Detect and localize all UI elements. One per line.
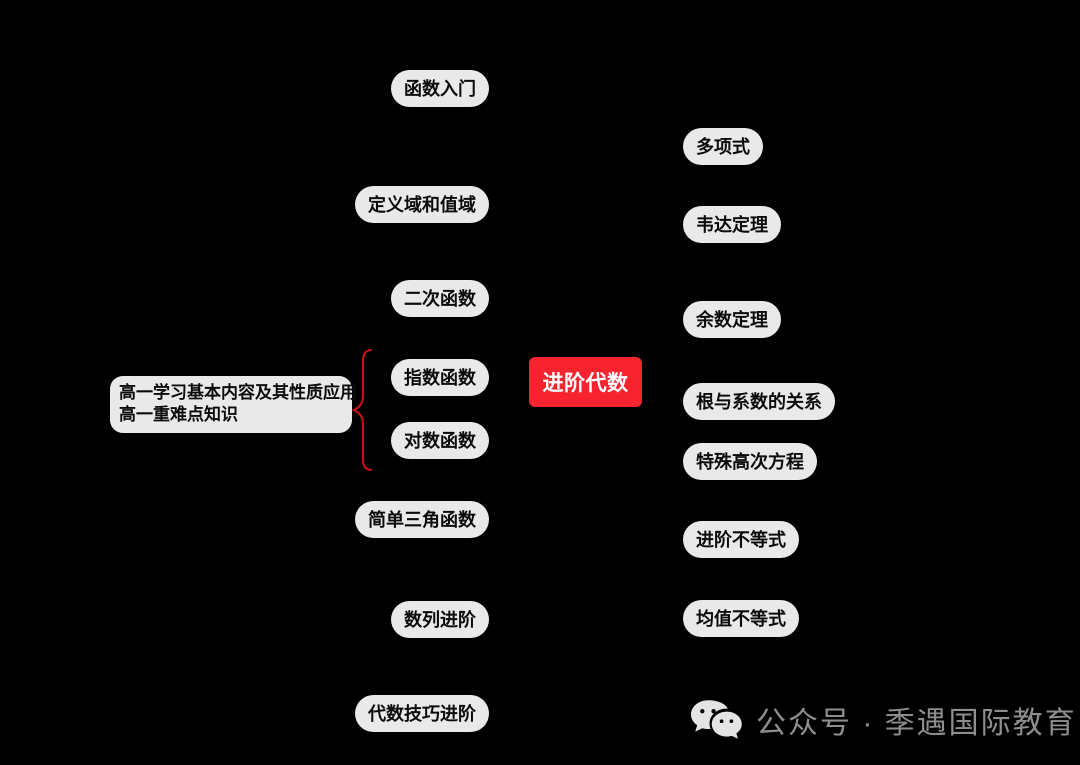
topic-node-left-3[interactable]: 指数函数 bbox=[391, 359, 489, 396]
center-node-label: 进阶代数 bbox=[542, 372, 629, 395]
topic-node-label: 余数定理 bbox=[696, 309, 768, 330]
topic-node-label: 根与系数的关系 bbox=[696, 391, 822, 412]
watermark: 公众号 · 季遇国际教育 bbox=[690, 698, 1077, 742]
topic-node-label: 定义域和值域 bbox=[368, 194, 476, 215]
topic-node-right-1[interactable]: 韦达定理 bbox=[683, 206, 781, 243]
topic-node-label: 进阶不等式 bbox=[696, 529, 786, 550]
topic-node-label: 多项式 bbox=[696, 136, 750, 157]
root-node[interactable]: 高一学习基本内容及其性质应用 高一重难点知识 bbox=[110, 376, 357, 433]
topic-node-label: 代数技巧进阶 bbox=[368, 703, 476, 724]
topic-node-label: 指数函数 bbox=[404, 367, 476, 388]
topic-node-right-4[interactable]: 特殊高次方程 bbox=[683, 443, 817, 480]
topic-node-right-0[interactable]: 多项式 bbox=[683, 128, 763, 165]
curly-brace-connector bbox=[351, 348, 378, 472]
topic-node-label: 对数函数 bbox=[404, 430, 476, 451]
topic-node-left-5[interactable]: 简单三角函数 bbox=[355, 501, 489, 538]
topic-node-left-4[interactable]: 对数函数 bbox=[391, 422, 489, 459]
topic-node-label: 函数入门 bbox=[404, 78, 476, 99]
topic-node-label: 韦达定理 bbox=[696, 214, 768, 235]
topic-node-left-6[interactable]: 数列进阶 bbox=[391, 601, 489, 638]
center-node-advanced-algebra[interactable]: 进阶代数 bbox=[529, 357, 642, 407]
topic-node-right-2[interactable]: 余数定理 bbox=[683, 301, 781, 338]
topic-node-label: 均值不等式 bbox=[696, 608, 786, 629]
topic-node-left-2[interactable]: 二次函数 bbox=[391, 280, 489, 317]
topic-node-label: 简单三角函数 bbox=[368, 509, 476, 530]
topic-node-label: 特殊高次方程 bbox=[696, 451, 804, 472]
topic-node-label: 二次函数 bbox=[404, 288, 476, 309]
topic-node-left-0[interactable]: 函数入门 bbox=[391, 70, 489, 107]
wechat-icon bbox=[690, 698, 742, 742]
watermark-text: 公众号 · 季遇国际教育 bbox=[756, 707, 1077, 740]
topic-node-left-7[interactable]: 代数技巧进阶 bbox=[355, 695, 489, 732]
topic-node-right-6[interactable]: 均值不等式 bbox=[683, 600, 799, 637]
topic-node-right-3[interactable]: 根与系数的关系 bbox=[683, 383, 835, 420]
root-node-line-2: 高一重难点知识 bbox=[119, 405, 238, 424]
root-node-line-1: 高一学习基本内容及其性质应用 bbox=[119, 383, 357, 402]
topic-node-left-1[interactable]: 定义域和值域 bbox=[355, 186, 489, 223]
topic-node-right-5[interactable]: 进阶不等式 bbox=[683, 521, 799, 558]
topic-node-label: 数列进阶 bbox=[404, 609, 476, 630]
